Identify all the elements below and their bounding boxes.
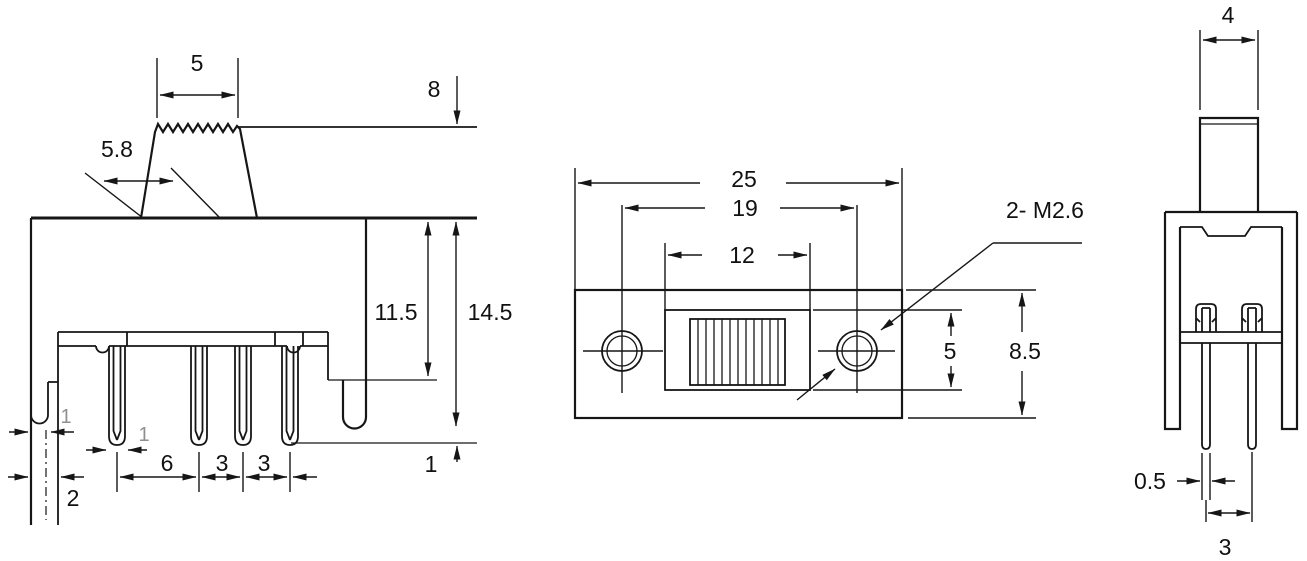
side-base-plate [1180,331,1282,344]
side-terminals [1195,303,1263,332]
top-dim-body-width: 8.5 [906,289,1041,419]
front-dim-seat-height: 11.5 [374,221,432,377]
extension-lines [813,309,962,391]
dim-label-tab-width: 1 [60,406,71,428]
side-top-plate-inner [1180,226,1282,237]
side-knob-outline [1198,116,1260,212]
top-body-outline [573,288,904,420]
side-dim-pin-thickness: 0.5 [1134,468,1235,494]
dim-label-overall-height: 14.5 [468,299,513,325]
extension-lines [116,452,291,492]
dim-label-body-length: 25 [731,166,757,192]
front-pin-3 [234,346,252,446]
side-pin-2 [1247,343,1257,450]
extension-lines [156,58,239,118]
side-dim-pin-pitch: 3 [1207,509,1251,560]
top-dim-hole-pitch: 19 [624,195,855,221]
hole-crosshair [818,205,895,393]
dim-label-knob-width: 5 [191,50,204,76]
top-mounting-hole-left [583,205,663,393]
dim-label-pin-width: 1 [138,424,149,446]
top-window-outline [664,309,811,391]
hole-crosshair [583,205,663,393]
extension-lines [1199,30,1259,110]
front-right-tab [341,218,368,430]
extension-lines [906,289,1036,419]
side-terminal-1 [1195,303,1217,332]
front-view: 5 5.8 8 11.5 14.5 1 [8,50,512,525]
top-thread-note: 2- M2.6 [796,197,1084,401]
top-dim-body-length: 25 [574,166,903,292]
dim-label-window-width: 5 [944,338,957,364]
dim-label-pitch-2: 3 [216,450,229,476]
front-flange-bottom [58,345,328,354]
front-dim-bracket-width: 2 [8,473,84,511]
top-slider-knurl-lines [697,319,779,385]
thread-note-label: 2- M2.6 [1006,197,1084,223]
leader-arrow-2 [796,368,836,401]
front-dim-tab-width: 1 [9,406,74,436]
dim-label-pin-thickness: 0.5 [1134,468,1166,494]
extension-lines [574,168,903,292]
dim-label-travel: 5.8 [101,136,133,162]
front-pins [108,346,299,446]
extension-lines [664,243,811,310]
side-pin-1 [1201,343,1211,450]
dim-label-pitch-1: 6 [161,450,174,476]
front-dim-pin-width: 1 [86,424,150,454]
dim-label-body-width: 8.5 [1009,338,1041,364]
dim-label-bracket-width: 2 [67,485,80,511]
side-pin-extension-lines [1201,452,1253,522]
front-dim-overall-height: 14.5 [452,221,513,427]
front-pin-1 [108,346,126,446]
front-dim-knob-width: 5 [156,50,239,118]
dim-label-knob-height: 8 [428,76,441,102]
front-dim-pin-pitch-chain: 6 3 3 [116,450,317,492]
front-knob-outline [139,121,259,219]
dim-label-pin-protrusion: 1 [425,451,438,477]
top-dim-window-length: 12 [664,242,811,310]
top-mounting-hole-right [818,205,895,393]
side-left-leg [1163,212,1182,431]
side-dim-knob-thickness: 4 [1199,2,1259,110]
oblique-extension-lines [84,167,221,219]
front-dim-knob-height: 8 [428,76,461,125]
dim-label-pin-pitch: 3 [1219,534,1232,560]
dim-label-hole-pitch: 19 [732,195,758,221]
dim-label-window-length: 12 [729,242,755,268]
front-pin-2 [190,346,208,446]
dim-label-pitch-3: 3 [258,450,271,476]
front-pin-4 [281,346,299,446]
front-dim-pin-protrusion: 1 [425,445,461,477]
front-flange-divisions [126,332,304,346]
side-right-leg [1280,212,1299,431]
top-dim-window-width: 5 [813,309,962,391]
top-view: 25 19 12 2- M2.6 5 [573,166,1084,420]
leader-arrow [880,242,994,331]
front-left-tab [30,381,58,425]
dim-label-knob-thickness: 4 [1222,2,1235,28]
front-dim-travel: 5.8 [84,136,221,219]
dim-label-seat-height: 11.5 [374,299,417,325]
side-terminal-2 [1241,303,1263,332]
side-view: 4 0.5 3 [1134,2,1299,560]
